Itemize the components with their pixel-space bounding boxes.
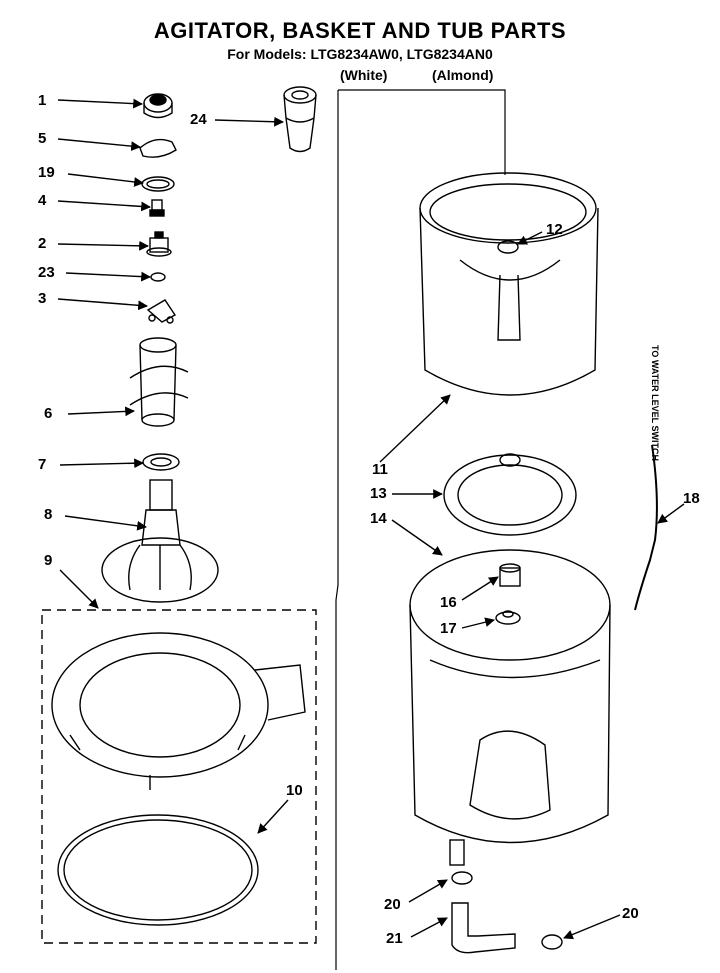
callout-6: 6 <box>44 405 53 422</box>
model-bracket-line <box>338 89 506 175</box>
color-white-label: (White) <box>340 67 388 83</box>
leader-21 <box>410 917 448 938</box>
leader-9 <box>59 569 99 609</box>
callout-12: 12 <box>546 221 563 238</box>
color-almond-label: (Almond) <box>432 67 494 83</box>
callout-10: 10 <box>286 782 303 799</box>
leader-20a <box>408 879 448 903</box>
callout-23: 23 <box>38 264 55 281</box>
leader-12 <box>517 231 543 245</box>
callout-19: 19 <box>38 164 55 181</box>
leader-8 <box>64 515 147 531</box>
part-9-dashed-group <box>41 609 317 944</box>
leader-2 <box>57 240 149 251</box>
part-8-agitator <box>101 479 219 603</box>
part-2-cam <box>146 231 172 257</box>
callout-16: 16 <box>440 594 457 611</box>
part-4-bolt <box>149 199 165 217</box>
water-level-switch-label: TO WATER LEVEL SWITCH <box>650 345 660 462</box>
part-6-auger <box>129 337 189 427</box>
callout-11: 11 <box>372 461 388 478</box>
callout-21: 21 <box>386 930 403 947</box>
leader-16 <box>461 576 499 601</box>
leader-10 <box>257 799 289 834</box>
callout-7: 7 <box>38 456 47 473</box>
part-18-pressure-tube <box>634 444 658 611</box>
callout-14: 14 <box>370 510 387 527</box>
callout-3: 3 <box>38 290 47 307</box>
part-16-hub <box>499 563 521 587</box>
leader-4 <box>57 200 151 212</box>
diagram-title: AGITATOR, BASKET AND TUB PARTS <box>153 18 567 43</box>
part-9-tub-ring <box>51 632 306 790</box>
leader-11 <box>379 394 451 463</box>
shaft-axis-line <box>335 90 339 970</box>
diagram-subtitle: For Models: LTG8234AW0, LTG8234AN0 <box>227 46 493 62</box>
part-20-clamp-lower <box>541 934 563 950</box>
part-10-gasket <box>57 814 259 926</box>
callout-1: 1 <box>38 92 47 109</box>
leader-7 <box>59 458 144 469</box>
part-1-cap <box>143 93 173 119</box>
leader-1 <box>57 98 143 109</box>
part-23-washer <box>150 272 166 282</box>
part-14-outer-tub <box>409 549 611 844</box>
callout-5: 5 <box>38 130 47 147</box>
part-24-softener-dispenser <box>283 86 317 153</box>
part-17-seal <box>495 610 521 625</box>
callout-13: 13 <box>370 485 387 502</box>
leader-18 <box>657 503 685 524</box>
leader-17 <box>461 617 495 629</box>
part-13-balance-ring <box>443 453 577 536</box>
part-3-clip <box>146 299 177 324</box>
leader-23 <box>65 271 151 282</box>
callout-18: 18 <box>683 490 700 507</box>
leader-20b <box>563 914 621 940</box>
leader-3 <box>57 298 148 311</box>
callout-4: 4 <box>38 192 47 209</box>
callout-2: 2 <box>38 235 47 252</box>
leader-5 <box>57 138 141 152</box>
callout-20-lower: 20 <box>622 905 639 922</box>
leader-14 <box>391 519 443 556</box>
part-11-basket <box>419 172 599 396</box>
callout-20-upper: 20 <box>384 896 401 913</box>
leader-19 <box>67 173 144 187</box>
part-21-drain-hose <box>449 839 516 954</box>
part-19-ring <box>141 176 175 192</box>
leader-24 <box>214 116 284 127</box>
callout-24: 24 <box>190 111 207 128</box>
leader-6 <box>67 406 135 417</box>
part-7-bearing <box>142 453 180 471</box>
part-5-seal <box>139 138 177 158</box>
part-20-clamp-upper <box>451 871 473 885</box>
callout-8: 8 <box>44 506 53 523</box>
callout-9: 9 <box>44 552 53 569</box>
callout-17: 17 <box>440 620 457 637</box>
